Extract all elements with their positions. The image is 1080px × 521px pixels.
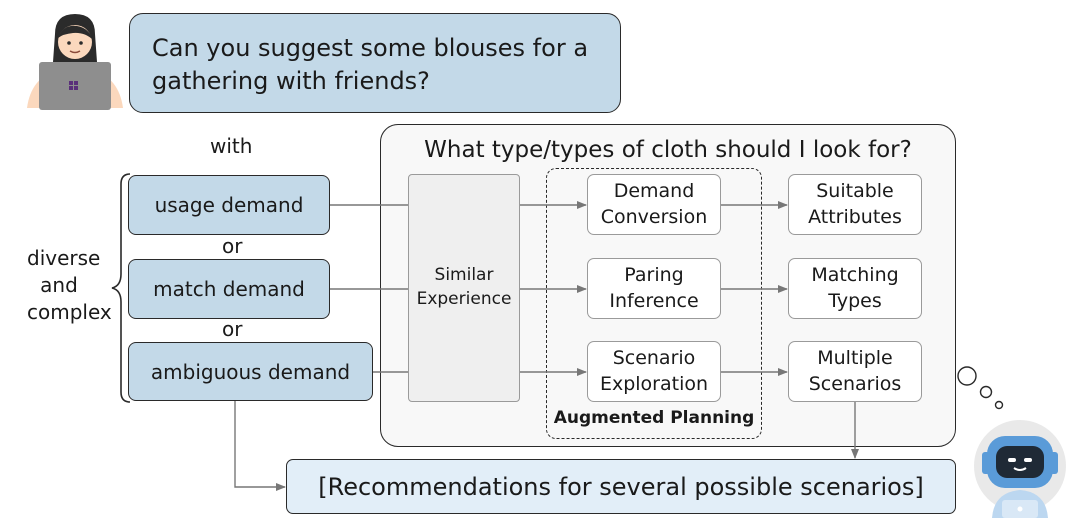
similar-experience-line: Similar [434, 265, 494, 286]
with-label: with [210, 134, 253, 158]
augmented-planning-label: Augmented Planning [553, 408, 755, 428]
usage-demand-box: usage demand [128, 175, 330, 235]
scenario-exploration-line: Exploration [599, 372, 709, 395]
thought-bubble-icon [957, 366, 1004, 410]
matching-types-line: Types [828, 289, 882, 312]
match-demand-box: match demand [128, 259, 330, 319]
demand-conversion-box: Demand Conversion [587, 174, 721, 235]
or-label: or [222, 234, 243, 258]
suitable-attributes-line: Suitable [816, 180, 894, 203]
paring-inference-box: Paring Inference [587, 258, 721, 319]
side-label-line: and [40, 273, 78, 298]
recommendations-box: [Recommendations for several possible sc… [286, 459, 956, 514]
usage-demand-label: usage demand [154, 193, 304, 217]
user-query-bubble: Can you suggest some blouses for a gathe… [129, 13, 621, 113]
multiple-scenarios-line: Scenarios [808, 372, 902, 395]
multiple-scenarios-line: Multiple [817, 347, 893, 370]
side-label-line: diverse [27, 246, 101, 270]
demand-conversion-line: Demand [613, 180, 695, 203]
suitable-attributes-box: Suitable Attributes [788, 174, 922, 235]
demand-conversion-line: Conversion [600, 205, 708, 228]
matching-types-box: Matching Types [788, 258, 922, 319]
left-brace-icon [111, 173, 131, 403]
similar-experience-box: Similar Experience [408, 174, 520, 402]
ambiguous-demand-label: ambiguous demand [150, 359, 351, 384]
matching-types-line: Matching [811, 264, 899, 287]
similar-experience-line: Experience [416, 289, 512, 309]
augmented-planning-group [546, 168, 762, 439]
paring-inference-line: Inference [609, 289, 699, 312]
robot-icon [974, 420, 1066, 518]
ambiguous-demand-box: ambiguous demand [128, 342, 373, 401]
recommendations-text: [Recommendations for several possible sc… [318, 472, 924, 501]
ambiguous-to-result-arrow [234, 401, 286, 491]
match-demand-label: match demand [153, 277, 305, 301]
scenario-exploration-line: Scenario [612, 347, 696, 370]
suitable-attributes-line: Attributes [808, 205, 902, 228]
or-label: or [222, 317, 243, 341]
panel-question: What type/types of cloth should I look f… [424, 137, 912, 163]
multiple-scenarios-box: Multiple Scenarios [788, 341, 922, 402]
paring-inference-line: Paring [624, 264, 684, 287]
scenario-exploration-box: Scenario Exploration [587, 341, 721, 402]
user-laptop-icon [27, 14, 123, 110]
user-query-text: Can you suggest some blouses for a gathe… [152, 34, 589, 96]
